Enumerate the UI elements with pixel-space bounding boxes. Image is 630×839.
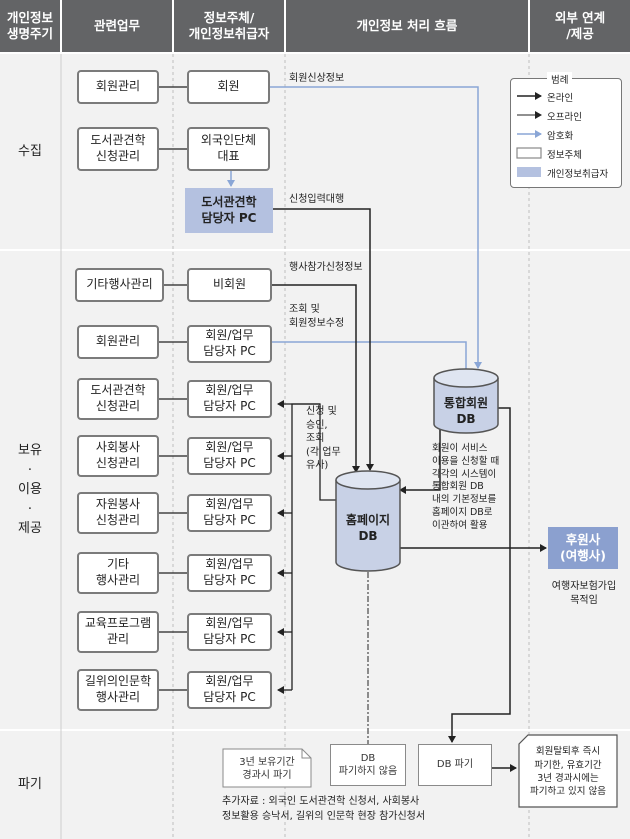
header-lifecycle-text: 개인정보 생명주기 [6, 10, 53, 41]
collect-task-member-mgmt-text: 회원관리 [95, 79, 141, 94]
use-subject-member-pc-3: 회원/업무 담당자 PC [187, 437, 272, 475]
use-task-member-mgmt-text: 회원관리 [95, 334, 141, 349]
legend-title: 범례 [547, 72, 573, 86]
integrated-db-cylinder [433, 368, 499, 434]
collect-subject-foreign-text: 외국인단체 대표 [200, 133, 257, 163]
integrated-db-label: 통합회원 DB [443, 396, 489, 427]
label-input-proxy: 신청입력대행 [289, 194, 345, 205]
use-task-library-tour-text: 도서관견학 신청관리 [90, 383, 146, 413]
use-subject-member-pc-7: 회원/업무 담당자 PC [187, 671, 272, 709]
label-event-apply: 행사참가신청정보 [289, 262, 363, 273]
collect-subject-member-text: 회원 [217, 79, 240, 94]
use-subject-member-pc-1: 회원/업무 담당자 PC [187, 325, 272, 363]
use-subject-member-pc-2: 회원/업무 담당자 PC [187, 380, 272, 418]
use-task-education-text: 교육프로그램 관리 [84, 616, 152, 646]
use-subject-member-pc-6-text: 회원/업무 담당자 PC [203, 616, 256, 646]
use-task-etc-event-2: 기타 행사관리 [77, 552, 159, 594]
stage-collect: 수집 [0, 54, 60, 249]
arrow-integrated-to-homepage [399, 418, 441, 494]
use-subject-member-pc-1-text: 회원/업무 담당자 PC [203, 328, 256, 358]
use-subject-member-pc-5-text: 회원/업무 담당자 PC [203, 557, 256, 587]
stage-destroy-text: 파기 [18, 777, 42, 793]
header-external: 외부 연계 /제공 [530, 0, 630, 52]
use-subject-nonmember: 비회원 [187, 268, 272, 302]
use-task-library-tour: 도서관견학 신청관리 [77, 378, 159, 420]
header-subject-text: 정보주체/ 개인정보취급자 [188, 10, 270, 41]
legend-subject: 정보주체 [547, 150, 582, 161]
db-destroy-text: DB 파기 [436, 759, 474, 771]
header-flow-text: 개인정보 처리 흐름 [356, 18, 458, 34]
collect-handler-pc: 도서관견학 담당자 PC [185, 188, 273, 233]
doc-box-text: 3년 보유기간 경과시 파기 [239, 756, 295, 782]
arrow-nonmember-to-homepage [272, 284, 360, 473]
arrow-integrated-to-dbdestroy [448, 407, 511, 743]
use-task-volunteer-text: 자원봉사 신청관리 [95, 497, 141, 527]
use-task-social-service: 사회봉사 신청관리 [77, 435, 159, 477]
collect-task-library-tour-text: 도서관견학 신청관리 [90, 133, 146, 163]
db-destroy-box: DB 파기 [418, 744, 492, 786]
arrow-member-to-integrated [270, 86, 482, 369]
use-task-volunteer: 자원봉사 신청관리 [77, 492, 159, 534]
use-task-etc-event-2-text: 기타 행사관리 [95, 557, 141, 587]
use-subject-member-pc-4: 회원/업무 담당자 PC [187, 494, 272, 532]
use-task-humanities: 길위의인문학 행사관리 [77, 669, 159, 711]
header-related: 관련업무 [62, 0, 172, 52]
stage-collect-text: 수집 [18, 143, 42, 159]
doc-box-shape [222, 748, 312, 788]
legend: 범례 온라인 오프라인 암호화 정보주체 개인정보취급자 [510, 72, 622, 188]
arrow-handler-to-homepage [272, 208, 374, 471]
use-subject-member-pc-2-text: 회원/업무 담당자 PC [203, 383, 256, 413]
legend-handler: 개인정보취급자 [547, 169, 609, 180]
stage-destroy: 파기 [0, 731, 60, 839]
header-external-text: 외부 연계 /제공 [554, 10, 606, 41]
legend-offline: 오프라인 [547, 112, 582, 123]
header-lifecycle: 개인정보 생명주기 [0, 0, 60, 52]
collect-subject-member: 회원 [187, 70, 270, 104]
homepage-db-cylinder [335, 470, 401, 572]
collect-task-library-tour: 도서관견학 신청관리 [77, 127, 159, 171]
use-task-etc-event-text: 기타행사관리 [86, 277, 153, 292]
use-subject-member-pc-5: 회원/업무 담당자 PC [187, 554, 272, 592]
header-related-text: 관련업무 [93, 18, 140, 34]
use-task-social-service-text: 사회봉사 신청관리 [95, 440, 141, 470]
collect-handler-pc-text: 도서관견학 담당자 PC [201, 194, 257, 225]
use-task-education: 교육프로그램 관리 [77, 611, 159, 653]
sponsor-box: 후원사 (여행사) [548, 527, 618, 569]
stage-use: 보유 · 이용 · 제공 [0, 251, 60, 729]
label-lookup-edit: 조회 및 회원정보수정 [289, 304, 345, 329]
use-subject-member-pc-6: 회원/업무 담당자 PC [187, 613, 272, 651]
db-not-destroyed-text: DB 파기하지 않음 [338, 752, 398, 778]
collect-subject-foreign: 외국인단체 대표 [187, 127, 270, 171]
collect-task-member-mgmt: 회원관리 [77, 70, 159, 104]
use-task-member-mgmt: 회원관리 [77, 325, 159, 359]
use-task-etc-event: 기타행사관리 [75, 268, 164, 302]
use-subject-member-pc-7-text: 회원/업무 담당자 PC [203, 674, 256, 704]
stage-use-text: 보유 · 이용 · 제공 [18, 443, 42, 537]
use-subject-nonmember-text: 비회원 [212, 277, 247, 292]
withdraw-note-text: 회원탈퇴후 즉시 파기한, 유효기간 3년 경과시에는 파기하고 있지 않음 [530, 746, 606, 798]
use-subject-member-pc-3-text: 회원/업무 담당자 PC [203, 440, 256, 470]
label-addendum: 추가자료 : 외국인 도서관견학 신청서, 사회봉사 정보활용 승낙서, 길위의… [222, 796, 426, 822]
label-sponsor-note: 여행자보험가입 목적임 [551, 581, 617, 606]
label-apply-approve: 신청 및 승인, 조회 (각 업무 유사) [306, 406, 341, 471]
legend-swatches [516, 92, 542, 177]
header-subject: 정보주체/ 개인정보취급자 [174, 0, 284, 52]
homepage-db-label: 홈페이지 DB [345, 513, 391, 544]
sponsor-box-text: 후원사 (여행사) [560, 531, 606, 563]
use-task-humanities-text: 길위의인문학 행사관리 [84, 674, 152, 704]
arrow-integrated-to-member-pc [257, 338, 467, 370]
header-flow: 개인정보 처리 흐름 [286, 0, 528, 52]
db-not-destroyed-box: DB 파기하지 않음 [330, 744, 406, 786]
use-subject-member-pc-4-text: 회원/업무 담당자 PC [203, 497, 256, 527]
legend-online: 온라인 [547, 93, 574, 104]
label-member-info: 회원신상정보 [289, 73, 345, 84]
withdraw-note-shape [518, 734, 618, 808]
label-migration: 회원이 서비스 이용을 신청할 때 각각의 시스템이 통합회원 DB 내의 기본… [432, 443, 500, 531]
legend-encrypted: 암호화 [547, 131, 574, 142]
